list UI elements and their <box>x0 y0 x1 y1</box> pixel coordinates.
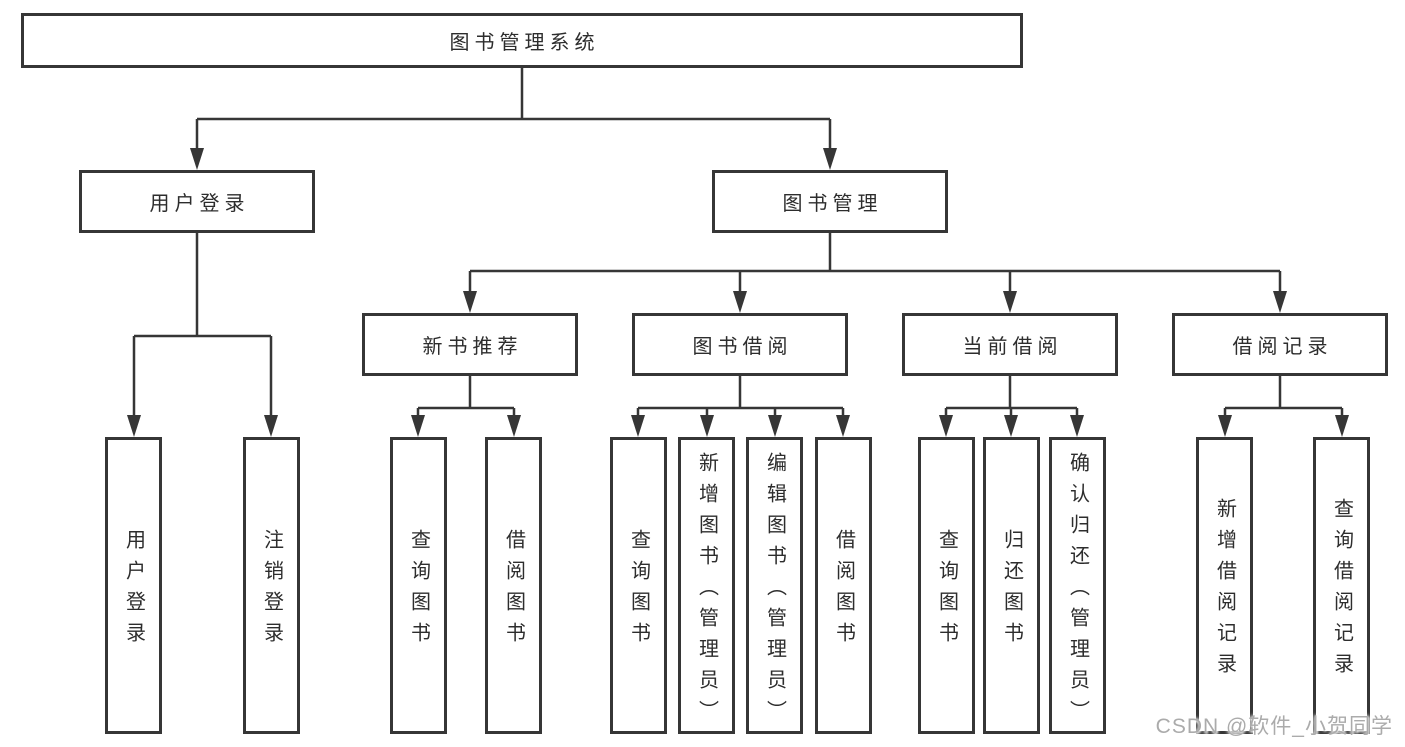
node-label: 查询图书 <box>935 529 958 653</box>
node-label: 查询图书 <box>627 529 650 653</box>
node-label: 借阅图书 <box>832 529 855 653</box>
arrowhead <box>264 415 278 437</box>
node-current-borrowing: 当前借阅 <box>902 313 1118 376</box>
arrowhead <box>823 148 837 170</box>
node-label: 确认归还（管理员） <box>1066 451 1089 731</box>
arrowhead <box>631 415 645 437</box>
node-label: 借阅记录 <box>1232 336 1333 358</box>
arrowhead <box>768 415 782 437</box>
node-label: 注销登录 <box>260 529 283 653</box>
arrowhead <box>411 415 425 437</box>
connector-root <box>195 68 832 150</box>
node-label: 查询图书 <box>407 529 430 653</box>
node-book-borrowing: 图书借阅 <box>632 313 848 376</box>
connector-new-book-recommend <box>416 376 516 418</box>
arrowhead <box>733 291 747 313</box>
arrowhead <box>190 148 204 170</box>
arrowhead <box>1335 415 1349 437</box>
arrowhead <box>127 415 141 437</box>
node-label: 用户登录 <box>149 193 250 215</box>
leaf-edit-book-admin: 编辑图书（管理员） <box>746 437 803 734</box>
node-label: 图书管理 <box>782 193 883 215</box>
arrowhead <box>1273 291 1287 313</box>
node-book-management: 图书管理 <box>712 170 948 233</box>
node-user-login: 用户登录 <box>79 170 315 233</box>
leaf-query-books-recommend: 查询图书 <box>390 437 447 734</box>
arrowhead <box>700 415 714 437</box>
leaf-query-borrow-record: 查询借阅记录 <box>1313 437 1370 734</box>
node-label: 编辑图书（管理员） <box>763 451 786 731</box>
node-label: 当前借阅 <box>962 336 1063 358</box>
arrowhead <box>1070 415 1084 437</box>
node-label: 新增图书（管理员） <box>695 451 718 731</box>
node-label: 新书推荐 <box>422 336 523 358</box>
csdn-watermark: CSDN @软件_小贺同学 <box>1155 715 1393 738</box>
leaf-add-book-admin: 新增图书（管理员） <box>678 437 735 734</box>
node-label: 图书借阅 <box>692 336 793 358</box>
node-library-system: 图书管理系统 <box>21 13 1023 68</box>
node-label: 用户登录 <box>122 529 145 653</box>
leaf-logout: 注销登录 <box>243 437 300 734</box>
node-label: 新增借阅记录 <box>1213 498 1236 684</box>
connector-book-management <box>468 233 1282 293</box>
arrowhead <box>1218 415 1232 437</box>
leaf-borrow-books-recommend: 借阅图书 <box>485 437 542 734</box>
arrowhead <box>1003 291 1017 313</box>
connector-user-login <box>132 233 273 418</box>
leaf-add-borrow-record: 新增借阅记录 <box>1196 437 1253 734</box>
leaf-query-books-borrowing: 查询图书 <box>610 437 667 734</box>
node-borrowing-records: 借阅记录 <box>1172 313 1388 376</box>
connector-book-borrowing <box>636 376 845 418</box>
leaf-confirm-return-admin: 确认归还（管理员） <box>1049 437 1106 734</box>
leaf-query-books-current: 查询图书 <box>918 437 975 734</box>
node-label: 查询借阅记录 <box>1330 498 1353 684</box>
node-label: 借阅图书 <box>502 529 525 653</box>
leaf-user-login: 用户登录 <box>105 437 162 734</box>
arrowhead <box>507 415 521 437</box>
arrowhead <box>463 291 477 313</box>
node-label: 图书管理系统 <box>449 32 600 54</box>
connector-borrowing-records <box>1223 376 1344 418</box>
arrowhead <box>939 415 953 437</box>
arrowhead <box>1004 415 1018 437</box>
node-label: 归还图书 <box>1000 529 1023 653</box>
node-new-book-recommend: 新书推荐 <box>362 313 578 376</box>
connector-current-borrowing <box>944 376 1079 418</box>
leaf-return-books: 归还图书 <box>983 437 1040 734</box>
leaf-borrow-books-borrowing: 借阅图书 <box>815 437 872 734</box>
arrowhead <box>836 415 850 437</box>
